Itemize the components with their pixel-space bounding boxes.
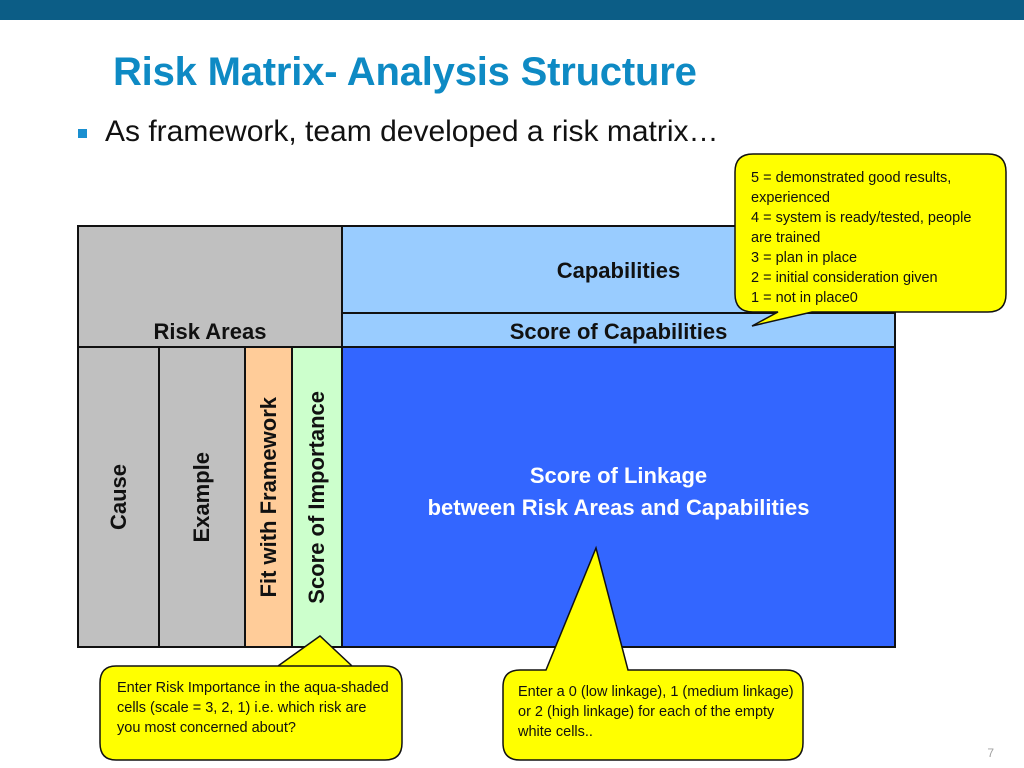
linkage-area: Score of Linkage between Risk Areas and … bbox=[341, 346, 896, 648]
bullet-text: As framework, team developed a risk matr… bbox=[105, 115, 719, 148]
score-of-capabilities-label: Score of Capabilities bbox=[509, 319, 728, 344]
fit-with-framework-label: Fit with Framework bbox=[255, 396, 281, 598]
score-of-importance-label: Score of Importance bbox=[304, 390, 329, 604]
importance-callout: Enter Risk Importance in the aqua-shaded… bbox=[117, 680, 389, 736]
linkage-line-1: Score of Linkage bbox=[529, 463, 708, 488]
cause-label: Cause bbox=[105, 463, 131, 531]
cause-column: Cause bbox=[77, 346, 160, 648]
slide-title: Risk Matrix- Analysis Structure bbox=[113, 50, 697, 94]
page-number: 7 bbox=[987, 746, 994, 760]
square-bullet-icon bbox=[78, 129, 87, 138]
capabilities-label: Capabilities bbox=[556, 258, 681, 283]
capabilities-scale-callout: 5 = demonstrated good results, experienc… bbox=[751, 170, 972, 306]
linkage-line-2: between Risk Areas and Capabilities bbox=[427, 495, 810, 520]
linkage-callout: Enter a 0 (low linkage), 1 (medium linka… bbox=[518, 684, 794, 740]
fit-with-framework-column: Fit with Framework bbox=[244, 346, 293, 648]
example-label: Example bbox=[189, 451, 214, 543]
linkage-text: Score of Linkage between Risk Areas and … bbox=[343, 460, 894, 524]
risk-areas-label: Risk Areas bbox=[153, 319, 267, 344]
risk-areas-header: Risk Areas bbox=[77, 225, 343, 348]
example-column: Example bbox=[158, 346, 246, 648]
top-banner bbox=[0, 0, 1024, 20]
score-of-capabilities-row: Score of Capabilities bbox=[341, 312, 896, 348]
score-of-importance-column: Score of Importance bbox=[291, 346, 343, 648]
